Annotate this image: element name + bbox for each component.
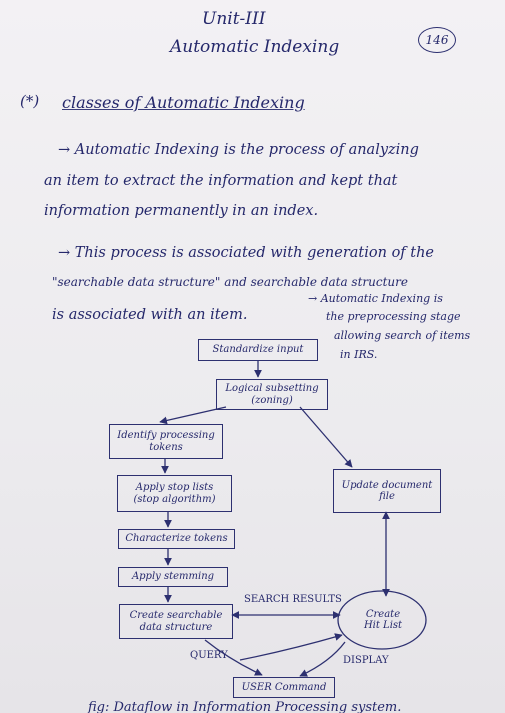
section-heading: classes of Automatic Indexing: [62, 93, 305, 112]
standardize-input-box: Standardize input: [198, 339, 318, 361]
create-searchable-box: Create searchable data structure: [119, 604, 233, 639]
page-number: 146: [425, 33, 449, 47]
create-searchable-label: Create searchable: [129, 610, 223, 621]
stop-lists-label: Apply stop lists: [135, 482, 214, 493]
stop-algorithm-label: (stop algorithm): [133, 493, 216, 505]
paragraph-2-line-2: "searchable data structure" and searchab…: [52, 275, 408, 289]
user-command-label: USER Command: [241, 681, 327, 693]
unit-label: Unit-III: [202, 9, 266, 29]
identify-tokens-label: Identify processing: [117, 430, 215, 441]
query-label: QUERY: [190, 650, 228, 661]
page-number-circle: 146: [418, 27, 456, 53]
paragraph-2-line-3: is associated with an item.: [52, 307, 248, 323]
side-note-line-3: allowing search of items: [334, 329, 471, 342]
paragraph-1-line-1: → Automatic Indexing is the process of a…: [58, 142, 419, 158]
apply-stemming-box: Apply stemming: [118, 567, 228, 587]
hit-list-label: Hit List: [363, 620, 403, 631]
side-note-line-1: → Automatic Indexing is: [308, 292, 443, 305]
logical-subsetting-label: Logical subsetting: [225, 383, 319, 394]
identify-tokens-box: Identify processing tokens: [109, 424, 223, 459]
update-document-box: Update document file: [333, 469, 441, 513]
display-label: DISPLAY: [343, 655, 389, 666]
zoning-label: (zoning): [251, 394, 293, 406]
side-note-line-4: in IRS.: [340, 348, 378, 361]
figure-caption: fig: Dataflow in Information Processing …: [88, 700, 402, 713]
create-hit-list-label: Create: [365, 608, 401, 620]
logical-subsetting-box: Logical subsetting (zoning): [216, 379, 328, 410]
tokens-label: tokens: [149, 441, 183, 453]
stop-lists-box: Apply stop lists (stop algorithm): [117, 475, 232, 512]
paragraph-1-line-3: information permanently in an index.: [44, 203, 319, 219]
search-results-label: SEARCH RESULTS: [244, 594, 342, 605]
paragraph-2-line-1: → This process is associated with genera…: [58, 245, 435, 261]
standardize-input-label: Standardize input: [212, 344, 304, 356]
side-note-line-2: the preprocessing stage: [326, 310, 461, 323]
data-structure-label: data structure: [139, 621, 213, 633]
hit-list-node: Create Hit List: [340, 600, 426, 640]
user-command-box: USER Command: [233, 677, 335, 698]
apply-stemming-label: Apply stemming: [131, 571, 215, 583]
characterize-tokens-label: Characterize tokens: [125, 533, 228, 545]
hit-list-ellipse: [337, 590, 427, 650]
page-title: Automatic Indexing: [170, 37, 340, 57]
paragraph-1-line-2: an item to extract the information and k…: [44, 173, 398, 189]
characterize-tokens-box: Characterize tokens: [118, 529, 235, 549]
file-label: file: [379, 491, 395, 502]
update-document-label: Update document: [341, 479, 433, 491]
section-bullet: (*): [20, 92, 40, 110]
